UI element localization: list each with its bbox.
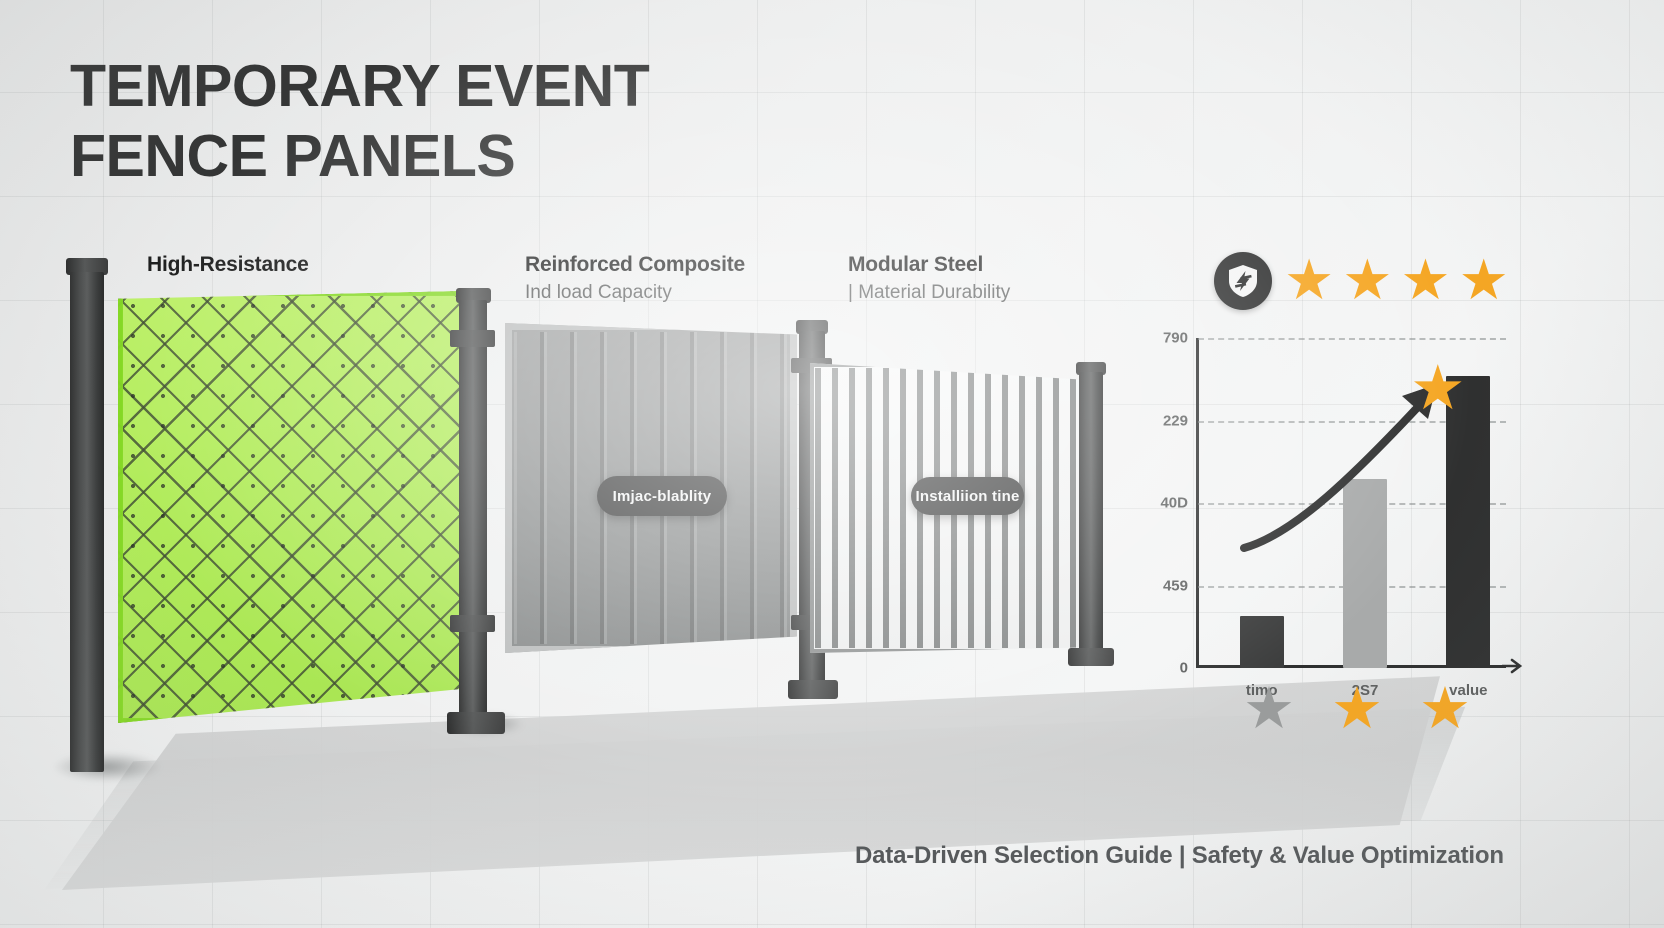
shield-bolt-badge[interactable] <box>1214 252 1272 310</box>
y-tick-label: 459 <box>1162 577 1188 594</box>
page-title: TEMPORARY EVENT FENCE PANELS <box>70 53 650 189</box>
post-bracket <box>450 330 495 347</box>
bar-timo <box>1239 616 1284 668</box>
panel-title-3: Modular Steel <box>848 253 984 276</box>
bottom-star-1: ★ <box>1243 676 1295 741</box>
panel-label-2: Reinforced Composite Ind load Capacity <box>525 253 745 304</box>
post-base <box>447 712 505 734</box>
post-base <box>1068 648 1114 666</box>
shield-bolt-icon <box>1229 265 1257 297</box>
bottom-star-3: ★ <box>1419 676 1471 741</box>
bottom-rating-stars: ★★★ <box>1243 680 1471 738</box>
footer-caption: Data-Driven Selection Guide | Safety & V… <box>855 842 1504 869</box>
gridline <box>1198 338 1506 340</box>
rating-star-2[interactable]: ★ <box>1342 248 1393 311</box>
fence-post-left <box>70 272 104 772</box>
panel-subtitle-3: | Material Durability <box>848 282 1011 303</box>
x-axis-arrow-icon <box>1502 658 1523 674</box>
panel-badge-impact[interactable]: Imjac-blablity <box>597 476 727 516</box>
post-bracket <box>450 615 495 632</box>
panel-badge-installation[interactable]: Installiion tine <box>911 477 1024 515</box>
y-tick-label: 790 <box>1162 329 1188 347</box>
fence-post-mid-1 <box>459 300 487 725</box>
rating-stars[interactable]: ★★★★ <box>1284 252 1509 308</box>
panel-subtitle-2: Ind load Capacity <box>525 282 672 303</box>
trend-highlight-star: ★ <box>1410 354 1466 423</box>
rating-star-3[interactable]: ★ <box>1400 248 1451 311</box>
rating-star-4[interactable]: ★ <box>1458 248 1509 311</box>
fence-post-right <box>1079 372 1103 662</box>
y-tick-label: 40D <box>1160 494 1188 512</box>
y-tick-label: 229 <box>1162 412 1188 429</box>
panel-frame <box>118 291 466 723</box>
panel-title-2: Reinforced Composite <box>525 253 746 276</box>
bottom-star-2: ★ <box>1331 676 1383 741</box>
fence-panel-chain-link[interactable] <box>118 291 466 723</box>
post-shadow <box>52 752 162 782</box>
panel-label-1: High-Resistance <box>147 253 309 282</box>
rating-star-1[interactable]: ★ <box>1284 248 1335 311</box>
post-base <box>788 680 838 699</box>
y-tick-label: 0 <box>1179 659 1188 677</box>
panel-label-3: Modular Steel | Material Durability <box>848 253 1010 304</box>
panel-title-1: High-Resistance <box>147 253 309 276</box>
